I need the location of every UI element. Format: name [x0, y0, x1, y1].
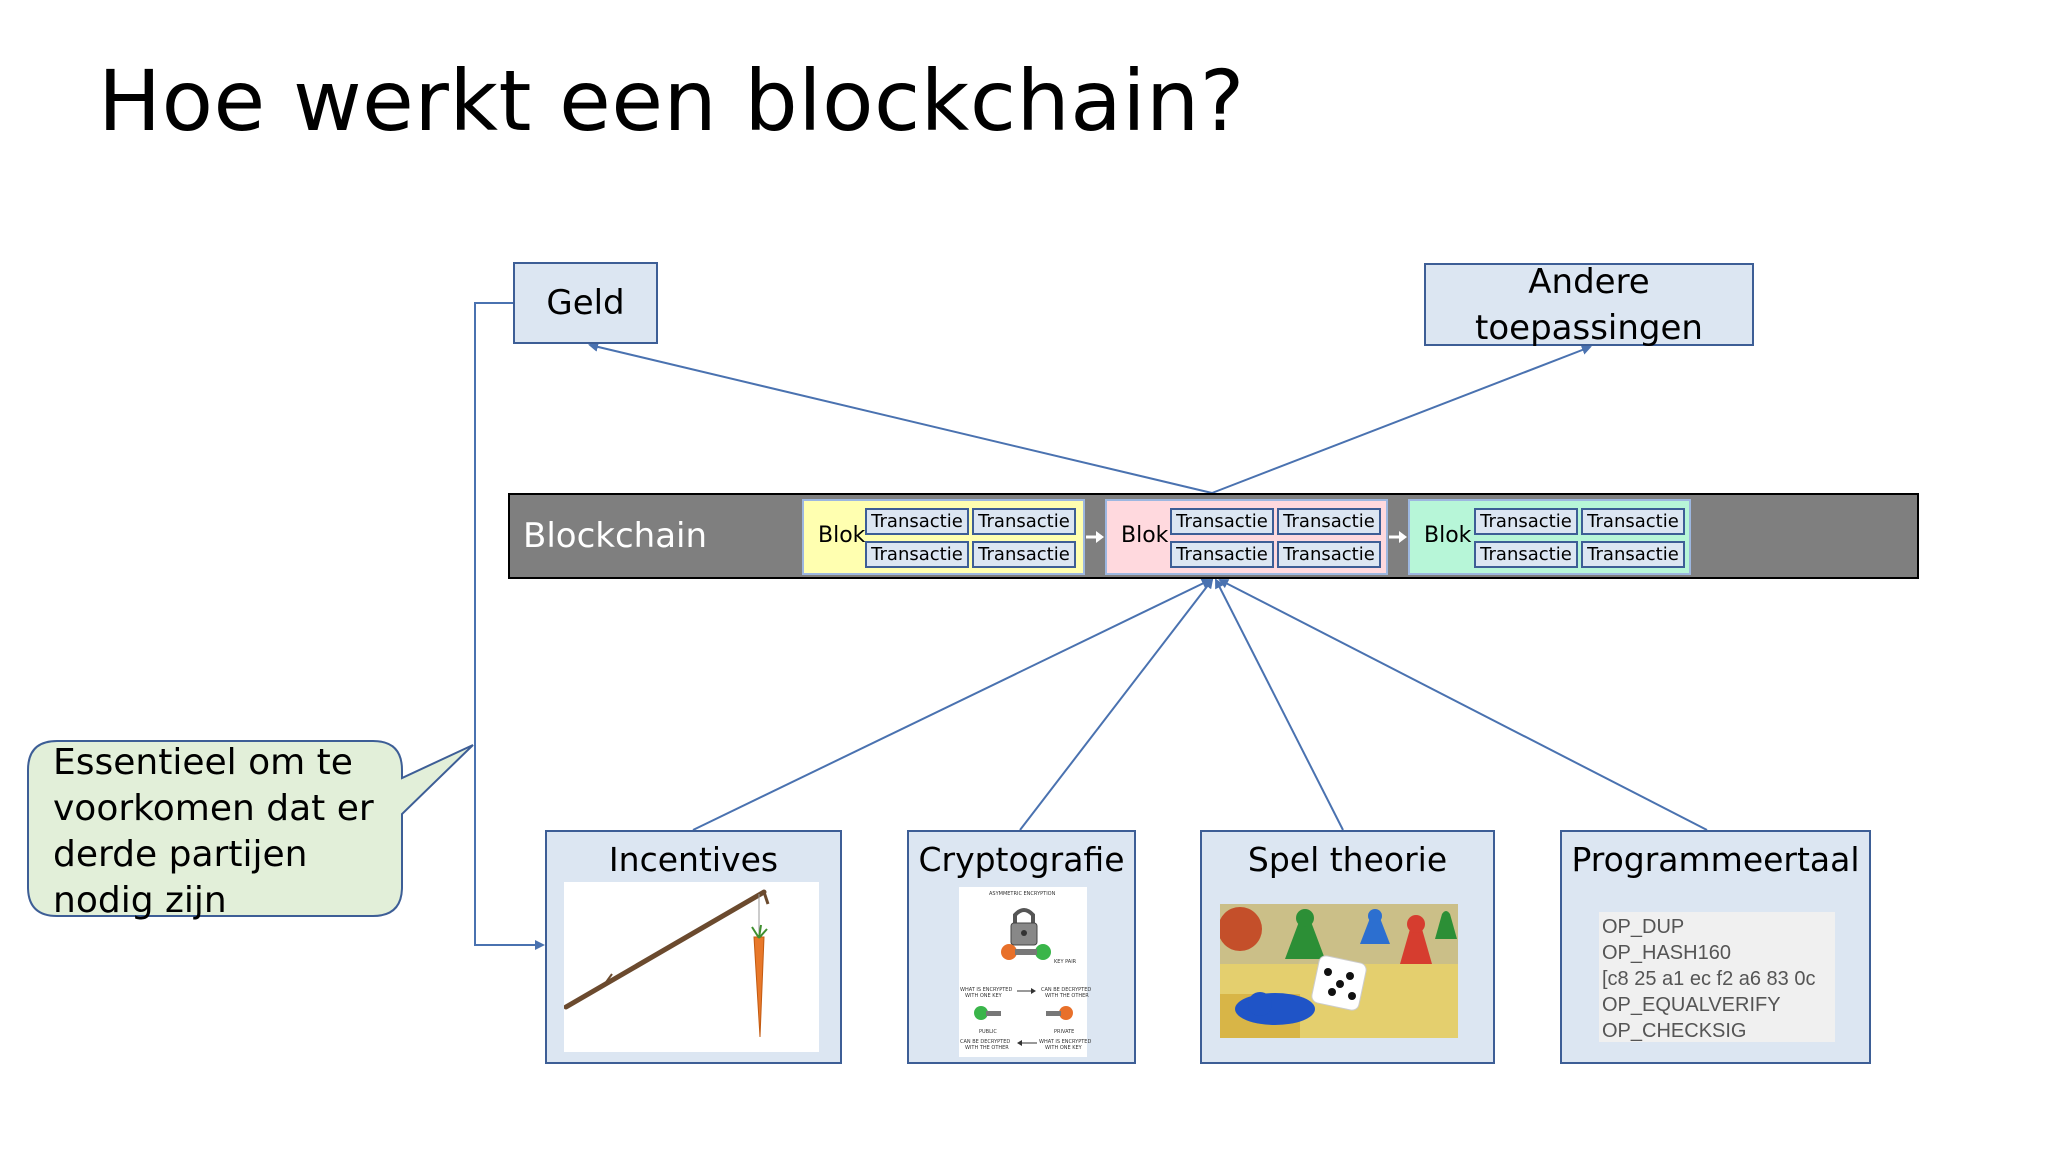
script-code-block: OP_DUP OP_HASH160 [c8 25 a1 ec f2 a6 83 … [1599, 912, 1835, 1042]
crypto-text-enc2: WITH ONE KEY [965, 993, 1002, 999]
key-pair-icon [1001, 944, 1051, 960]
blok-label: Blok [1121, 523, 1169, 548]
crypto-text-dec2: WITH THE OTHER [1045, 993, 1089, 999]
callout-text: Essentieel om te voorkomen dat er derde … [53, 742, 374, 921]
geld-box: Geld [513, 262, 658, 344]
spel-theorie-box: Spel theorie [1200, 830, 1495, 1064]
crypto-text-enc1: WHAT IS ENCRYPTED [960, 987, 1013, 993]
public-label: PUBLIC [979, 1029, 997, 1035]
transaction-cell: Transactie [865, 508, 969, 535]
arrow-from-programmeertaal [1218, 579, 1708, 831]
block-1: Blok Transactie Transactie Transactie Tr… [802, 499, 1085, 575]
transaction-cell: Transactie [1581, 541, 1685, 568]
programmeertaal-label: Programmeertaal [1571, 840, 1860, 879]
andere-toepassingen-box: Andere toepassingen [1424, 262, 1754, 348]
arrow-to-andere [1211, 345, 1592, 494]
programmeertaal-box: Programmeertaal OP_DUP OP_HASH160 [c8 25… [1560, 830, 1871, 1064]
crypto-text-dec3: CAN BE DECRYPTED [960, 1039, 1011, 1045]
transaction-cell: Transactie [1170, 508, 1274, 535]
block-2: Blok Transactie Transactie Transactie Tr… [1105, 499, 1388, 575]
private-label: PRIVATE [1054, 1029, 1075, 1035]
cryptografie-box: Cryptografie ASYMMETRIC ENCRYPTION KEY P… [907, 830, 1136, 1064]
code-line: [c8 25 a1 ec f2 a6 83 0c [1602, 968, 1816, 990]
block-link-arrow-icon [1389, 531, 1407, 543]
blok-label: Blok [1424, 523, 1472, 548]
transaction-cell: Transactie [865, 541, 969, 568]
arrow-left-icon [1017, 1040, 1037, 1046]
callout-shape [27, 740, 474, 917]
transaction-cell: Transactie [1277, 541, 1381, 568]
code-line: OP_DUP [1602, 916, 1685, 938]
block-link-arrow-icon [1086, 531, 1104, 543]
padlock-icon [1010, 908, 1038, 946]
transaction-cell: Transactie [1170, 541, 1274, 568]
transaction-cell: Transactie [1277, 508, 1381, 535]
private-key-icon [1046, 1006, 1073, 1020]
arrow-from-cryptografie [1019, 578, 1214, 831]
board-game-image [1220, 904, 1458, 1038]
arrow-from-incentives [692, 578, 1212, 831]
geld-label: Geld [546, 283, 625, 323]
andere-label-line2: toepassingen [1475, 307, 1703, 348]
board-game-pieces-icon [1220, 904, 1458, 1038]
block-3: Blok Transactie Transactie Transactie Tr… [1408, 499, 1691, 575]
code-line: OP_EQUALVERIFY [1602, 994, 1781, 1016]
transaction-cell: Transactie [1581, 508, 1685, 535]
carrot-on-stick-icon [563, 889, 770, 1038]
crypto-text-enc4: WITH ONE KEY [1045, 1045, 1082, 1051]
crypto-heading: ASYMMETRIC ENCRYPTION [989, 891, 1056, 897]
transaction-cell: Transactie [972, 508, 1076, 535]
spel-theorie-label: Spel theorie [1247, 840, 1448, 879]
page-title: Hoe werkt een blockchain? [98, 52, 1245, 150]
transaction-cell: Transactie [972, 541, 1076, 568]
code-line: OP_HASH160 [1602, 942, 1731, 964]
crypto-text-enc3: WHAT IS ENCRYPTED [1039, 1039, 1092, 1045]
incentives-box: Incentives [545, 830, 842, 1064]
transaction-cell: Transactie [1474, 508, 1578, 535]
arrow-right-icon [1017, 988, 1036, 994]
public-key-icon [974, 1006, 1001, 1020]
arrow-to-geld [588, 341, 1213, 494]
transaction-cell: Transactie [1474, 541, 1578, 568]
stick-and-carrot-image [563, 882, 819, 1052]
key-pair-label: KEY PAIR [1054, 959, 1077, 965]
crypto-text-dec4: WITH THE OTHER [965, 1045, 1009, 1051]
andere-label-line1: Andere [1528, 261, 1650, 302]
arrow-from-spel-theorie [1215, 578, 1344, 831]
cryptografie-label: Cryptografie [918, 840, 1125, 879]
bracket-geld-incentives [474, 302, 545, 950]
incentives-label: Incentives [608, 840, 779, 879]
code-line: OP_CHECKSIG [1602, 1020, 1747, 1042]
blok-label: Blok [818, 523, 866, 548]
crypto-text-dec1: CAN BE DECRYPTED [1041, 987, 1092, 993]
blockchain-label: Blockchain [523, 516, 708, 556]
asymmetric-encryption-image: ASYMMETRIC ENCRYPTION KEY PAIR WHAT IS E… [959, 887, 1091, 1057]
